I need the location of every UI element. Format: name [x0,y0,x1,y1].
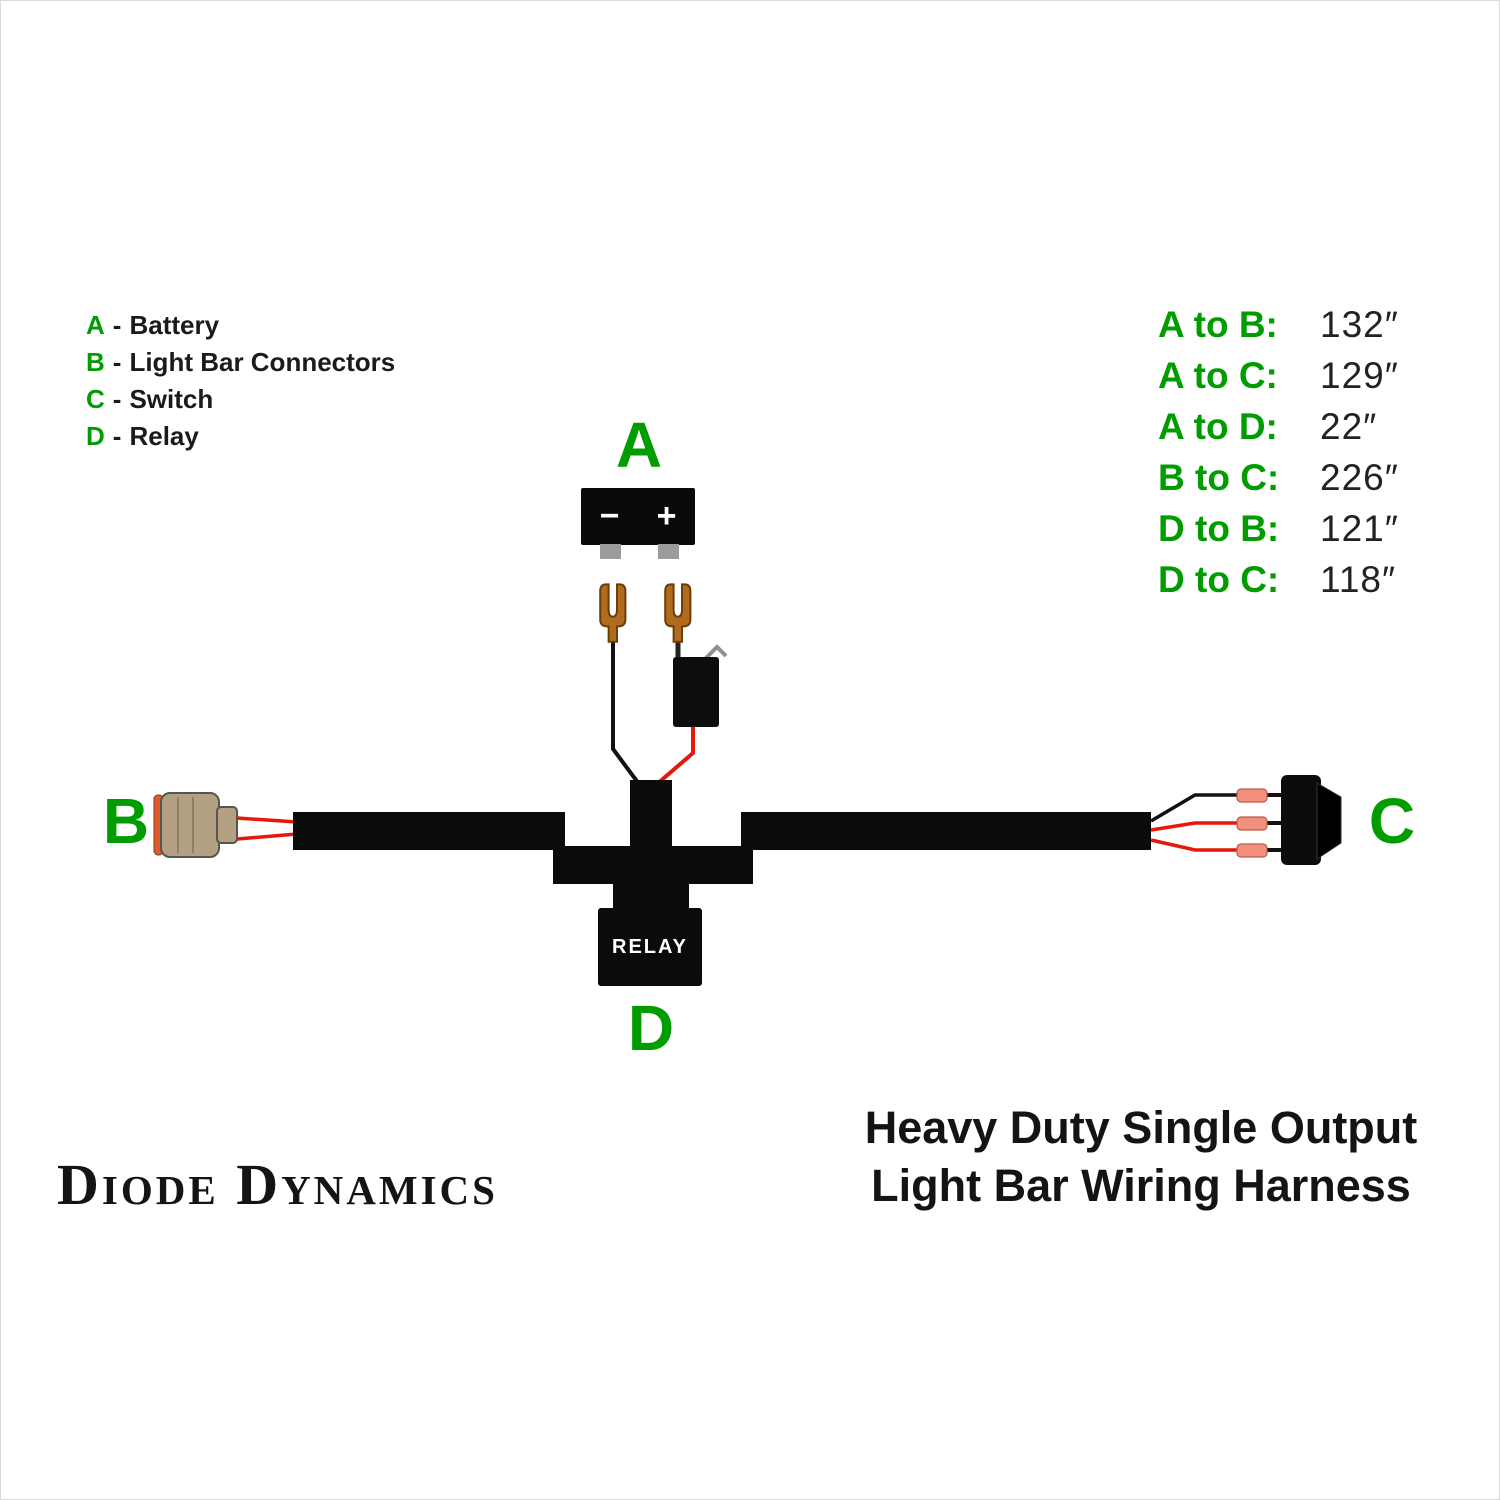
crimp-terminal-1 [1236,788,1268,803]
crimp-terminal-2 [1236,816,1268,831]
measurement-row: D to B: 121″ [1158,508,1399,559]
lightbar-point-label: B [102,785,150,857]
battery-ground-wire [611,639,641,786]
relay-text: RELAY [612,935,688,958]
switch-wire-red-1 [1150,821,1239,832]
rocker-switch-face [1316,782,1342,860]
measurement-value: 132″ [1320,304,1399,345]
connector-tip [216,806,238,844]
legend-separator: - [112,310,122,340]
measurement-label: A to C: [1158,355,1278,396]
measurements-list: A to B: 132″ A to C: 129″ A to D: 22″ B … [1158,304,1399,610]
battery-tab-positive [658,544,679,559]
measurement-row: A to C: 129″ [1158,355,1399,406]
rocker-switch-body [1281,775,1321,865]
legend-item-lightbar: B-Light Bar Connectors [86,344,395,381]
relay-point-label: D [627,992,675,1064]
fuse-clip [701,644,728,663]
harness-right-segment [741,812,1151,850]
measurement-label: D to C: [1158,559,1280,600]
harness-left-segment [293,812,565,850]
legend-letter: A [86,310,105,340]
product-title-line2: Light Bar Wiring Harness [871,1159,1411,1211]
measurement-row: A to D: 22″ [1158,406,1399,457]
legend-separator: - [112,421,122,451]
legend-separator: - [112,347,122,377]
measurement-value: 121″ [1320,508,1399,549]
brand-logo: Diode Dynamics [57,1152,498,1217]
connector-wire-1 [236,816,298,824]
lightbar-connector-body [160,792,220,858]
legend-label: Light Bar Connectors [129,347,396,377]
relay-block: RELAY [598,908,702,986]
battery-block: − + [581,488,695,545]
connector-wire-2 [236,832,298,841]
measurement-value: 22″ [1320,406,1378,447]
measurement-label: D to B: [1158,508,1280,549]
fork-terminal-negative [599,583,627,643]
switch-wire-red-2 [1150,838,1239,852]
battery-negative-terminal-sign: − [599,497,620,535]
crimp-terminal-3 [1236,843,1268,858]
fuse-holder [673,657,719,727]
switch-wire-black [1150,793,1239,823]
legend-item-battery: A-Battery [86,307,395,344]
measurement-row: D to C: 118″ [1158,559,1399,610]
switch-point-label: C [1368,785,1416,857]
legend-label: Relay [129,421,199,451]
battery-power-wire [655,727,695,786]
measurement-label: A to D: [1158,406,1278,447]
harness-center-segment [553,846,753,884]
battery-point-label: A [615,409,663,481]
legend-label: Battery [129,310,220,340]
measurement-value: 118″ [1320,559,1397,600]
measurement-row: B to C: 226″ [1158,457,1399,508]
legend-letter: C [86,384,105,414]
harness-battery-stub [630,780,672,850]
measurement-label: B to C: [1158,457,1280,498]
measurement-label: A to B: [1158,304,1278,345]
legend-label: Switch [129,384,214,414]
fork-terminal-positive [664,583,692,643]
measurement-value: 129″ [1320,355,1399,396]
battery-positive-terminal-sign: + [656,497,677,535]
measurement-row: A to B: 132″ [1158,304,1399,355]
measurement-value: 226″ [1320,457,1399,498]
legend-separator: - [112,384,122,414]
product-title: Heavy Duty Single Output Light Bar Wirin… [821,1099,1461,1214]
legend-item-relay: D-Relay [86,418,395,455]
legend-item-switch: C-Switch [86,381,395,418]
battery-tab-negative [600,544,621,559]
legend-letter: D [86,421,105,451]
product-title-line1: Heavy Duty Single Output [864,1102,1418,1153]
legend-letter: B [86,347,105,377]
legend: A-Battery B-Light Bar Connectors C-Switc… [86,307,395,455]
